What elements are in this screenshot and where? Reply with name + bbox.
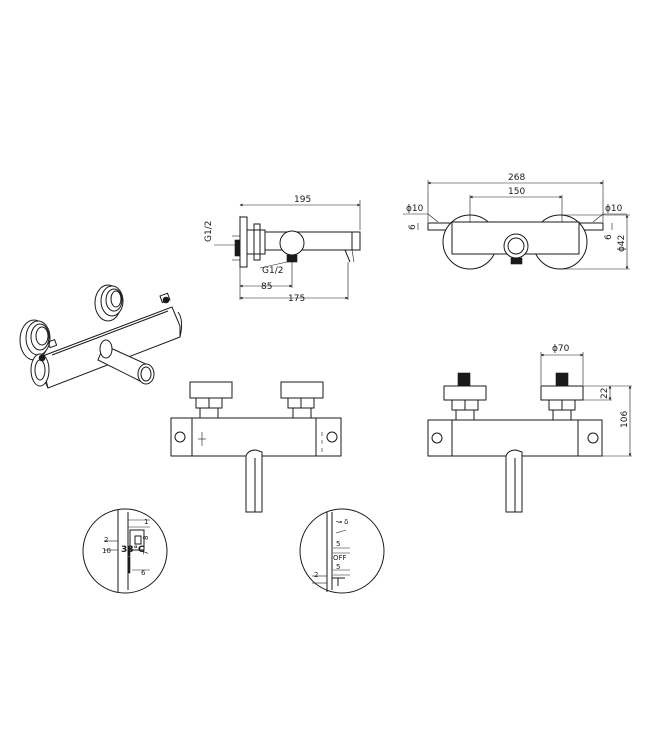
top-dim-overall: 268	[508, 173, 525, 183]
iso-spout	[97, 339, 155, 385]
detail-temp-dim-6: 6	[141, 569, 146, 577]
flow-icon: ↝ δ	[336, 518, 348, 526]
side-thread-bottom: G1/2	[262, 266, 283, 276]
detail-temperature: 1 2 10 38°C 7 8 6	[82, 508, 168, 594]
detail-temp-label: 38°C	[121, 545, 145, 555]
detail-temp-dim-7: 7	[142, 551, 150, 555]
top-view: 268 150 ϕ10 ϕ10 6 6 ϕ42	[403, 173, 630, 270]
detail-flow: ↝ δ 5 OFF 2 5	[299, 508, 385, 594]
top-dia-left: ϕ10	[406, 204, 424, 214]
top-dim-left-small: 6	[408, 224, 418, 230]
top-dim-centers: 150	[508, 187, 525, 197]
side-dim-mid: 85	[261, 282, 272, 292]
detail-flow-off: OFF	[333, 554, 347, 562]
side-dim-bottom: 175	[288, 294, 305, 304]
side-view: 195 G1/2 G1/2 85 175	[204, 195, 361, 304]
rear-view: ϕ70 22 106	[427, 344, 632, 513]
top-dim-right-small: 6	[604, 234, 614, 240]
iso-right-knob	[94, 284, 124, 322]
rear-dia-knob: ϕ70	[552, 344, 570, 354]
detail-temp-dim-1: 1	[144, 518, 148, 526]
top-dia-body: ϕ42	[617, 235, 627, 252]
detail-flow-dim-5-top: 5	[336, 540, 340, 548]
side-dim-top: 195	[294, 195, 311, 205]
front-view	[170, 381, 342, 513]
isometric-view	[19, 284, 183, 389]
detail-temp-dim-8: 8	[142, 536, 150, 540]
detail-temp-dim-10: 10	[102, 547, 111, 555]
iso-left-knob	[19, 319, 51, 361]
rear-dim-knob-height: 22	[600, 388, 610, 399]
rear-dim-total-height: 106	[620, 411, 630, 428]
detail-flow-dim-2: 2	[314, 571, 318, 579]
detail-flow-dim-5-bottom: 5	[336, 563, 340, 571]
top-dia-right: ϕ10	[605, 204, 623, 214]
side-thread-left: G1/2	[204, 221, 214, 242]
detail-temp-dim-2: 2	[104, 536, 108, 544]
